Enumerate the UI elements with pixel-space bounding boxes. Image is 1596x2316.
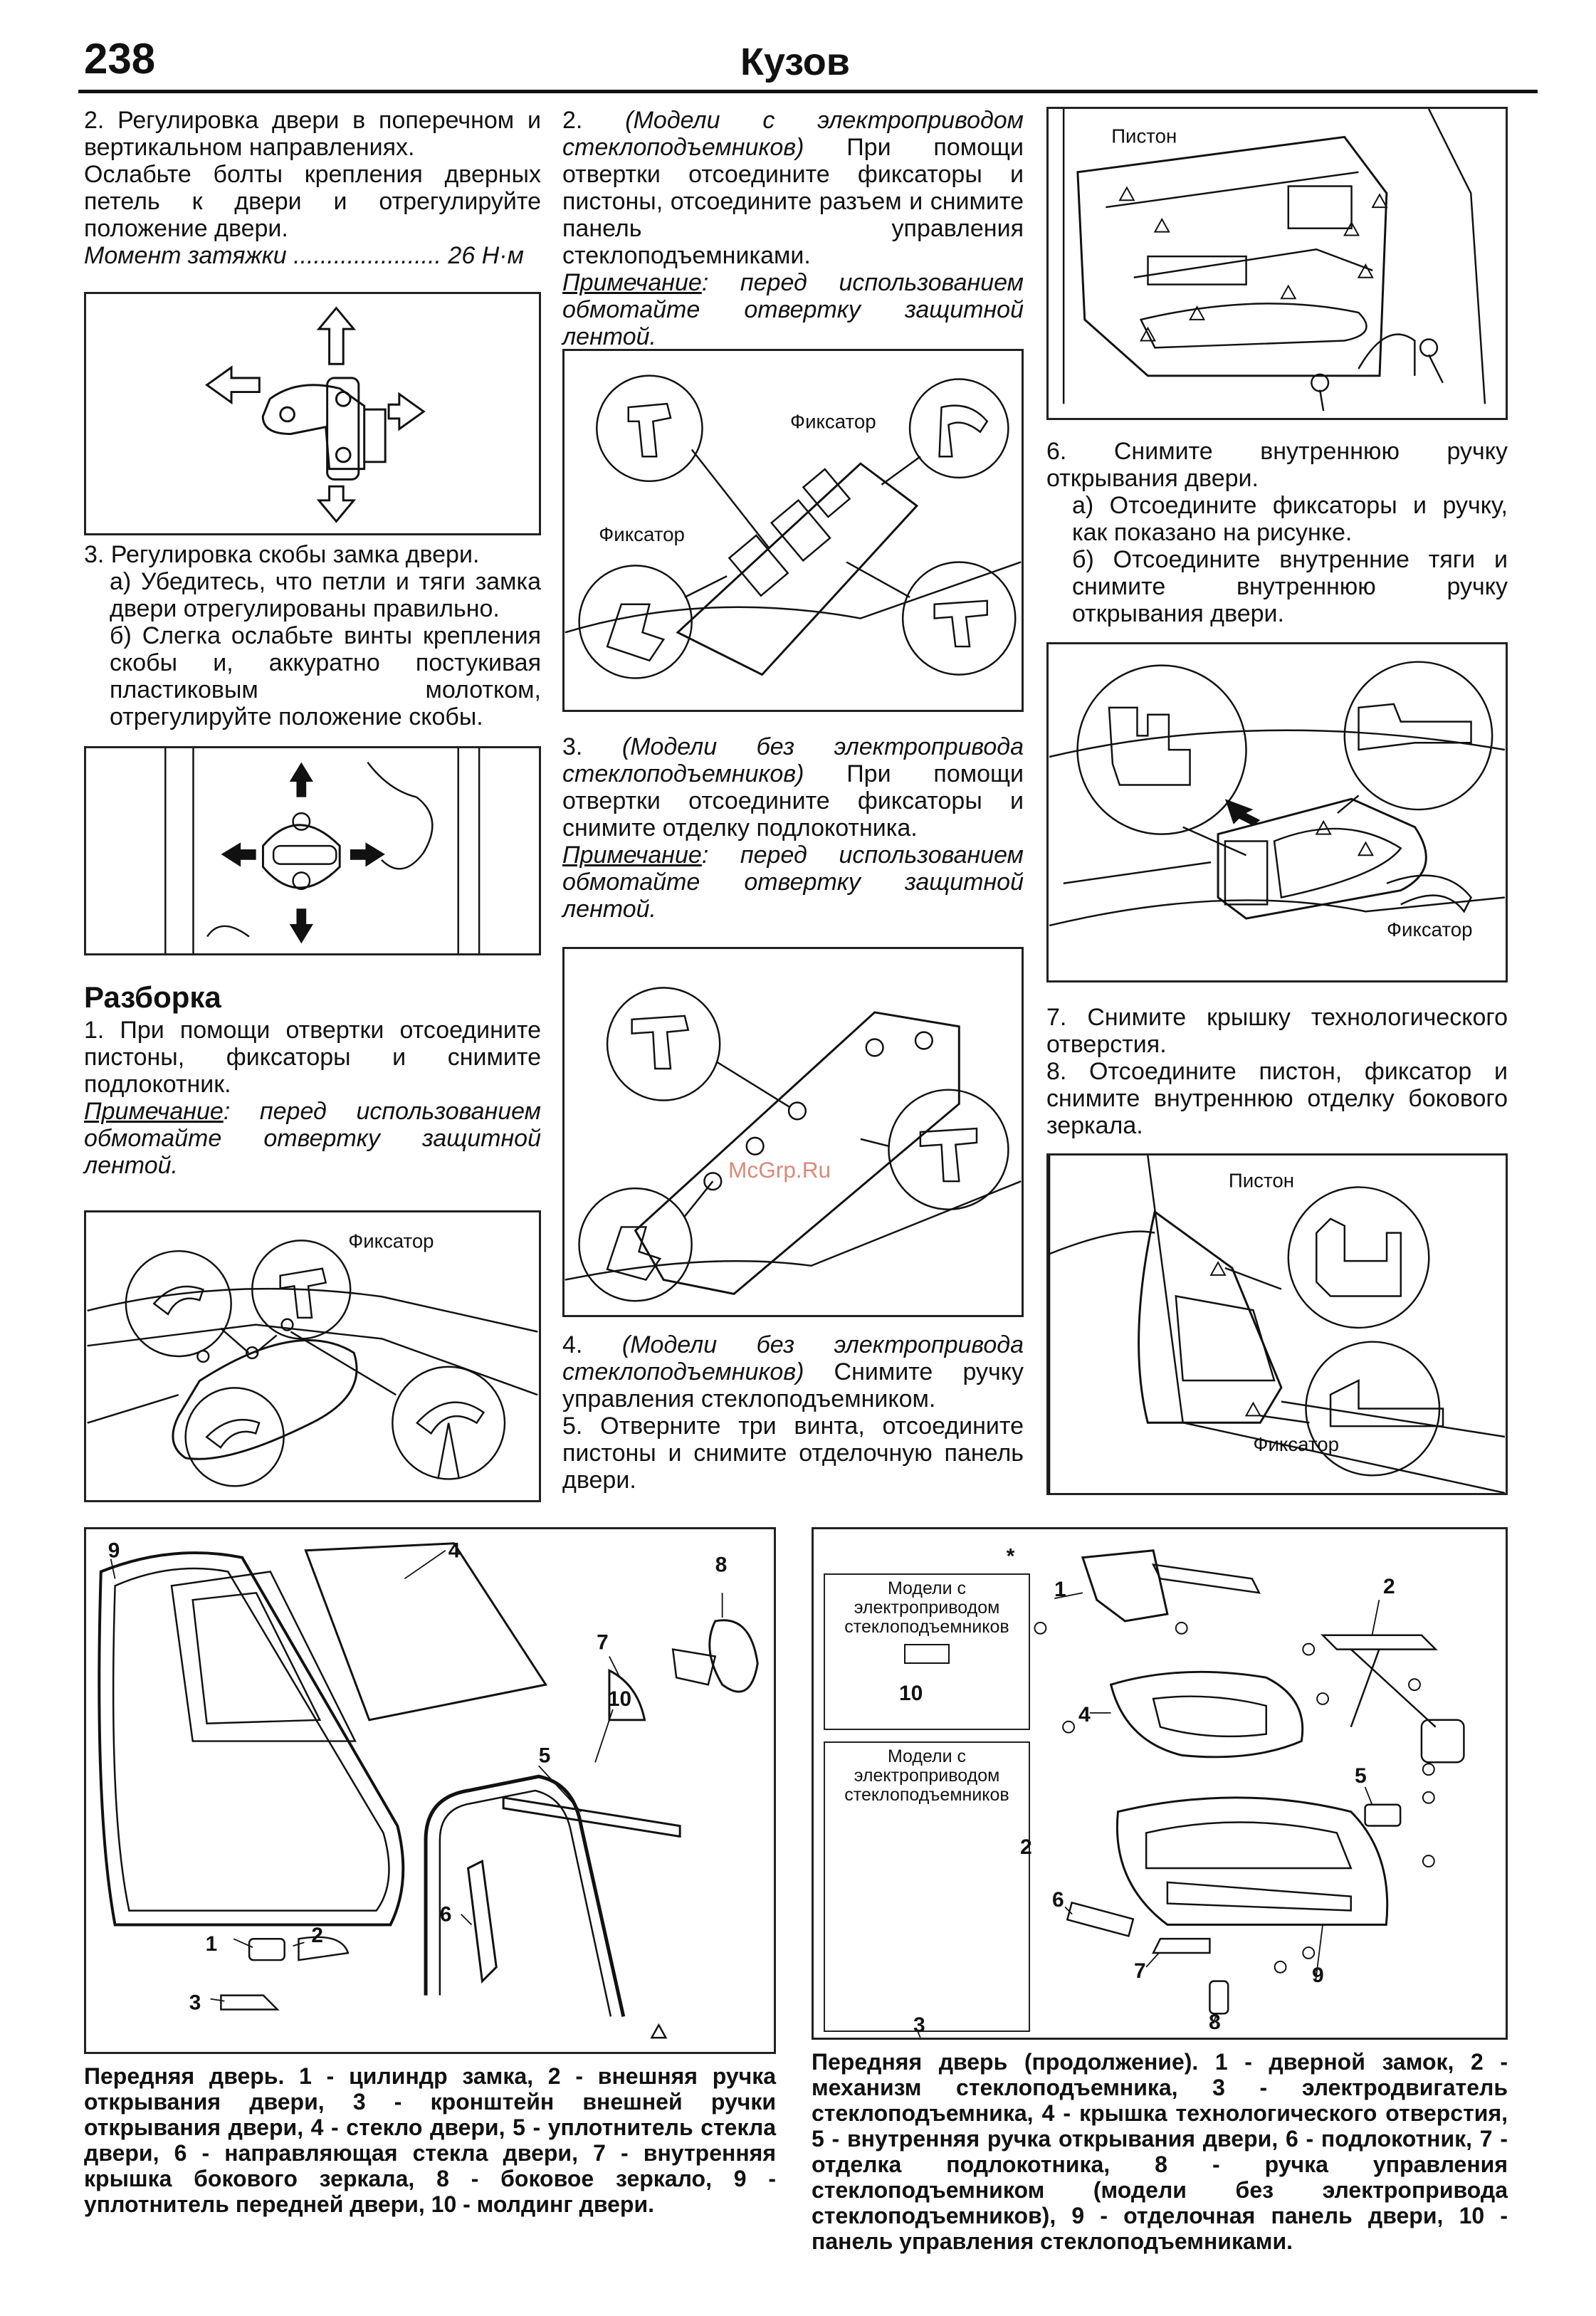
col1-s3b: б) Слегка ослабьте винты крепления скобы… [110, 622, 541, 730]
fig-label-piston-mirror: Пистон [1229, 1169, 1294, 1191]
note-text: : перед использованием обмотайте отвертк… [84, 1098, 541, 1179]
callout-2: 2 [311, 1924, 323, 1947]
col1-s2-title: 2. Регулировка двери в поперечном и верт… [84, 107, 541, 161]
col2-note2-text: : перед использованием обмотайте отвертк… [562, 842, 1024, 923]
callout-r-5: 5 [1355, 1764, 1367, 1788]
callout-r-1: 1 [1054, 1578, 1066, 1601]
col2-section4: 4. (Модели без электропривода стеклоподъ… [562, 1331, 1024, 1494]
callout-9: 9 [108, 1539, 120, 1563]
inset-power-window-models-a: Модели с электроприводом стеклоподъемник… [824, 1573, 1030, 1730]
callout-r-2b: 2 [1020, 1835, 1032, 1859]
col3-s8: 8. Отсоедините пистон, фиксатор и снимит… [1046, 1058, 1508, 1139]
col3-s6b: б) Отсоедините внутренние тяги и снимите… [1072, 546, 1508, 627]
caption-front-door: Передняя дверь. 1 - цилиндр замка, 2 - в… [84, 2063, 776, 2217]
fig-label-fixator-handle: Фиксатор [1387, 918, 1472, 940]
callout-10: 10 [608, 1687, 631, 1711]
callout-r-2: 2 [1383, 1575, 1395, 1598]
fig-label-piston: Пистон [1111, 125, 1177, 147]
callout-5: 5 [539, 1744, 551, 1767]
col2-s3-rest: При помощи отвертки отсоедините фиксатор… [562, 760, 1024, 842]
callout-3: 3 [189, 1991, 201, 2014]
col2-note2-label: Примечание [562, 842, 702, 869]
inset1-text: Модели с электроприводом стеклоподъемник… [844, 1578, 1009, 1637]
fig-label-fixator-a: Фиксатор [790, 411, 876, 433]
callout-r-3: 3 [913, 2013, 925, 2037]
col2-s4-rest: Снимите ручку управления стеклоподъемник… [562, 1358, 1024, 1413]
figure-front-door-exploded-continued: * Модели с электроприводом стеклоподъемн… [812, 1527, 1508, 2040]
col3-section6: 6. Снимите внутреннюю ручку открывания д… [1046, 438, 1508, 627]
col3-s7: 7. Снимите крышку технологического отвер… [1046, 1004, 1508, 1058]
figure-front-door-exploded: 9 4 8 7 10 5 1 2 6 3 [84, 1527, 776, 2054]
col2-s5: 5. Отверните три винта, отсоедините пист… [562, 1413, 1024, 1494]
figure-armrest-removal: Фиксатор [84, 1210, 541, 1502]
section-heading-disassembly: Разборка [84, 980, 221, 1014]
callout-r-10: 10 [899, 1682, 923, 1705]
col2-s4-num: 4. [562, 1331, 622, 1358]
callout-r-8: 8 [1209, 2011, 1221, 2034]
col2-section2: 2. (Модели с электроприводом стеклоподъе… [562, 107, 1024, 350]
callout-r-4: 4 [1078, 1703, 1091, 1726]
inset2-text: Модели с электроприводом стеклоподъемник… [844, 1746, 1009, 1805]
col1-s3-title: 3. Регулировка скобы замка двери. [84, 541, 480, 568]
callout-1: 1 [206, 1932, 218, 1956]
page-title: Кузов [740, 41, 850, 83]
inset-power-window-models-b: Модели с электроприводом стеклоподъемник… [824, 1741, 1030, 2032]
col2-s3-model: (Модели без электропривода стеклоподъемн… [562, 733, 1024, 787]
header-divider [78, 90, 1538, 93]
col1-s3a: а) Убедитесь, что петли и тяги замка две… [110, 568, 541, 622]
star-marker: * [1007, 1545, 1015, 1568]
callout-6: 6 [440, 1903, 452, 1927]
col2-section3: 3. (Модели без электропривода стеклоподъ… [562, 733, 1024, 923]
col1-d1: 1. При помощи отвертки отсоедините писто… [84, 1017, 541, 1098]
figure-inner-handle: Фиксатор [1046, 642, 1508, 983]
watermark-text: McGrp.Ru [728, 1157, 831, 1183]
callout-r-6: 6 [1052, 1888, 1064, 1912]
col3-section7-8: 7. Снимите крышку технологического отвер… [1046, 1004, 1508, 1139]
col2-note-label: Примечание [562, 269, 702, 296]
callout-7: 7 [597, 1631, 609, 1655]
figure-striker-adjust [84, 746, 541, 955]
callout-8: 8 [715, 1553, 728, 1577]
figure-door-panel-pistons: Пистон [1046, 107, 1508, 420]
fig-label-fixator: Фиксатор [348, 1230, 434, 1252]
page-number: 238 [84, 35, 156, 83]
col1-s2-text: Ослабьте болты крепления дверных петель … [84, 161, 541, 242]
col1-section2: 2. Регулировка двери в поперечном и верт… [84, 107, 541, 269]
note-label: Примечание [84, 1098, 224, 1125]
figure-mirror-trim: Пистон Фиксатор [1046, 1153, 1508, 1495]
caption-front-door-continued: Передняя дверь (продолжение). 1 - дверно… [812, 2049, 1508, 2254]
callout-r-7: 7 [1134, 1959, 1146, 1983]
figure-window-switch-panel: Фиксатор Фиксатор [562, 349, 1024, 712]
inset1-part-shape [904, 1644, 950, 1664]
col2-s2-rest: При помощи отвертки отсоедините фиксатор… [562, 134, 1024, 269]
col1-disasm-step1: 1. При помощи отвертки отсоедините писто… [84, 1017, 541, 1179]
col2-s2-num: 2. [562, 107, 626, 134]
torque-spec: Момент затяжки ...................... 26… [84, 242, 524, 269]
col2-s2-model: (Модели с электроприводом стеклоподъемни… [562, 107, 1024, 161]
col1-section3: 3. Регулировка скобы замка двери. а) Убе… [84, 541, 541, 730]
col3-s6a: а) Отсоедините фиксаторы и ручку, как по… [1072, 492, 1508, 546]
col2-s4-model: (Модели без электропривода стеклоподъемн… [562, 1331, 1024, 1385]
fig-label-fixator-mirror: Фиксатор [1253, 1433, 1339, 1455]
callout-4: 4 [448, 1539, 461, 1563]
col2-s3-num: 3. [562, 733, 622, 760]
col3-s6-title: 6. Снимите внутреннюю ручку открывания д… [1046, 438, 1508, 492]
fig-label-fixator-b: Фиксатор [599, 523, 685, 545]
callout-r-9: 9 [1312, 1964, 1324, 1987]
figure-armrest-trim: McGrp.Ru [562, 947, 1024, 1317]
figure-hinge-adjust [84, 292, 541, 535]
col2-note-text: : перед использованием обмотайте отвертк… [562, 269, 1024, 350]
